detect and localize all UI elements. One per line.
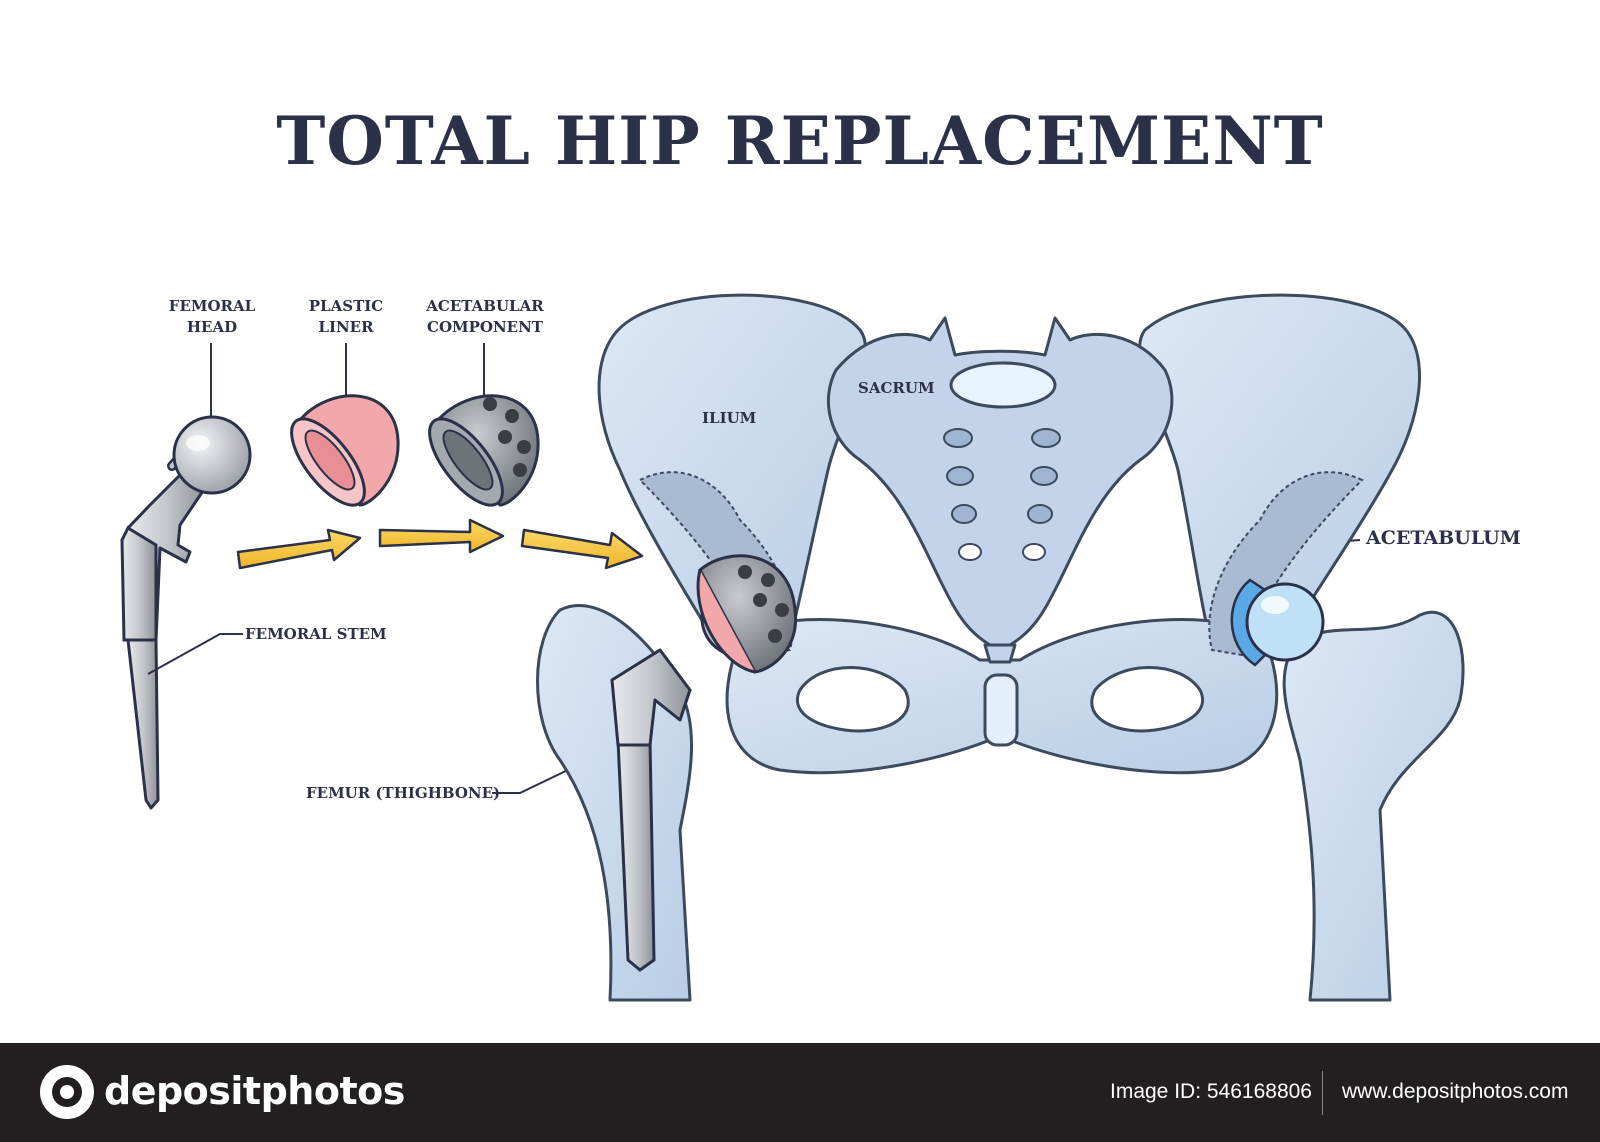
footer-bar: depositphotos Image ID: 546168806 www.de… xyxy=(0,1043,1600,1142)
page-title: TOTAL HIP REPLACEMENT xyxy=(276,102,1324,180)
right-femur xyxy=(1282,611,1465,1002)
acetabular-component-implant xyxy=(428,394,540,507)
arrow-2 xyxy=(378,518,505,554)
label-femoral-head-line2: HEAD xyxy=(186,318,238,336)
label-acetabular-component-line2: COMPONENT xyxy=(427,318,543,336)
pelvis xyxy=(597,293,1422,775)
femoral-stem-implant xyxy=(120,441,207,810)
plastic-liner-implant xyxy=(290,394,400,507)
arrow-3 xyxy=(520,528,644,570)
acetabulum-cartilage xyxy=(1230,578,1325,667)
label-femoral-head: FEMORAL HEAD xyxy=(150,296,274,338)
left-hip-implant xyxy=(610,554,797,972)
image-id: Image ID: 546168806 xyxy=(1110,1080,1312,1103)
label-acetabular-component: ACETABULAR COMPONENT xyxy=(412,296,558,338)
label-plastic-liner-line2: LINER xyxy=(318,318,374,336)
brand-name: depositphotos xyxy=(104,1069,405,1113)
site-url: www.depositphotos.com xyxy=(1342,1080,1569,1103)
arrow-1 xyxy=(236,528,362,570)
label-acetabular-component-line1: ACETABULAR xyxy=(426,297,544,315)
label-femoral-head-line1: FEMORAL xyxy=(168,297,256,315)
femoral-head-ball xyxy=(172,415,252,495)
footer-divider xyxy=(1322,1071,1323,1115)
label-ilium: ILIUM xyxy=(702,409,757,427)
label-plastic-liner: PLASTIC LINER xyxy=(290,296,402,338)
label-femoral-stem: FEMORAL STEM xyxy=(245,625,387,643)
hip-replacement-illustration xyxy=(120,293,1465,1002)
sacral-foramina xyxy=(943,428,1061,561)
label-femur: FEMUR (THIGHBONE) xyxy=(306,784,501,802)
label-acetabulum: ACETABULUM xyxy=(1366,527,1521,549)
depositphotos-logo-icon xyxy=(40,1065,94,1119)
label-sacrum: SACRUM xyxy=(858,379,935,397)
label-plastic-liner-line1: PLASTIC xyxy=(308,297,384,315)
